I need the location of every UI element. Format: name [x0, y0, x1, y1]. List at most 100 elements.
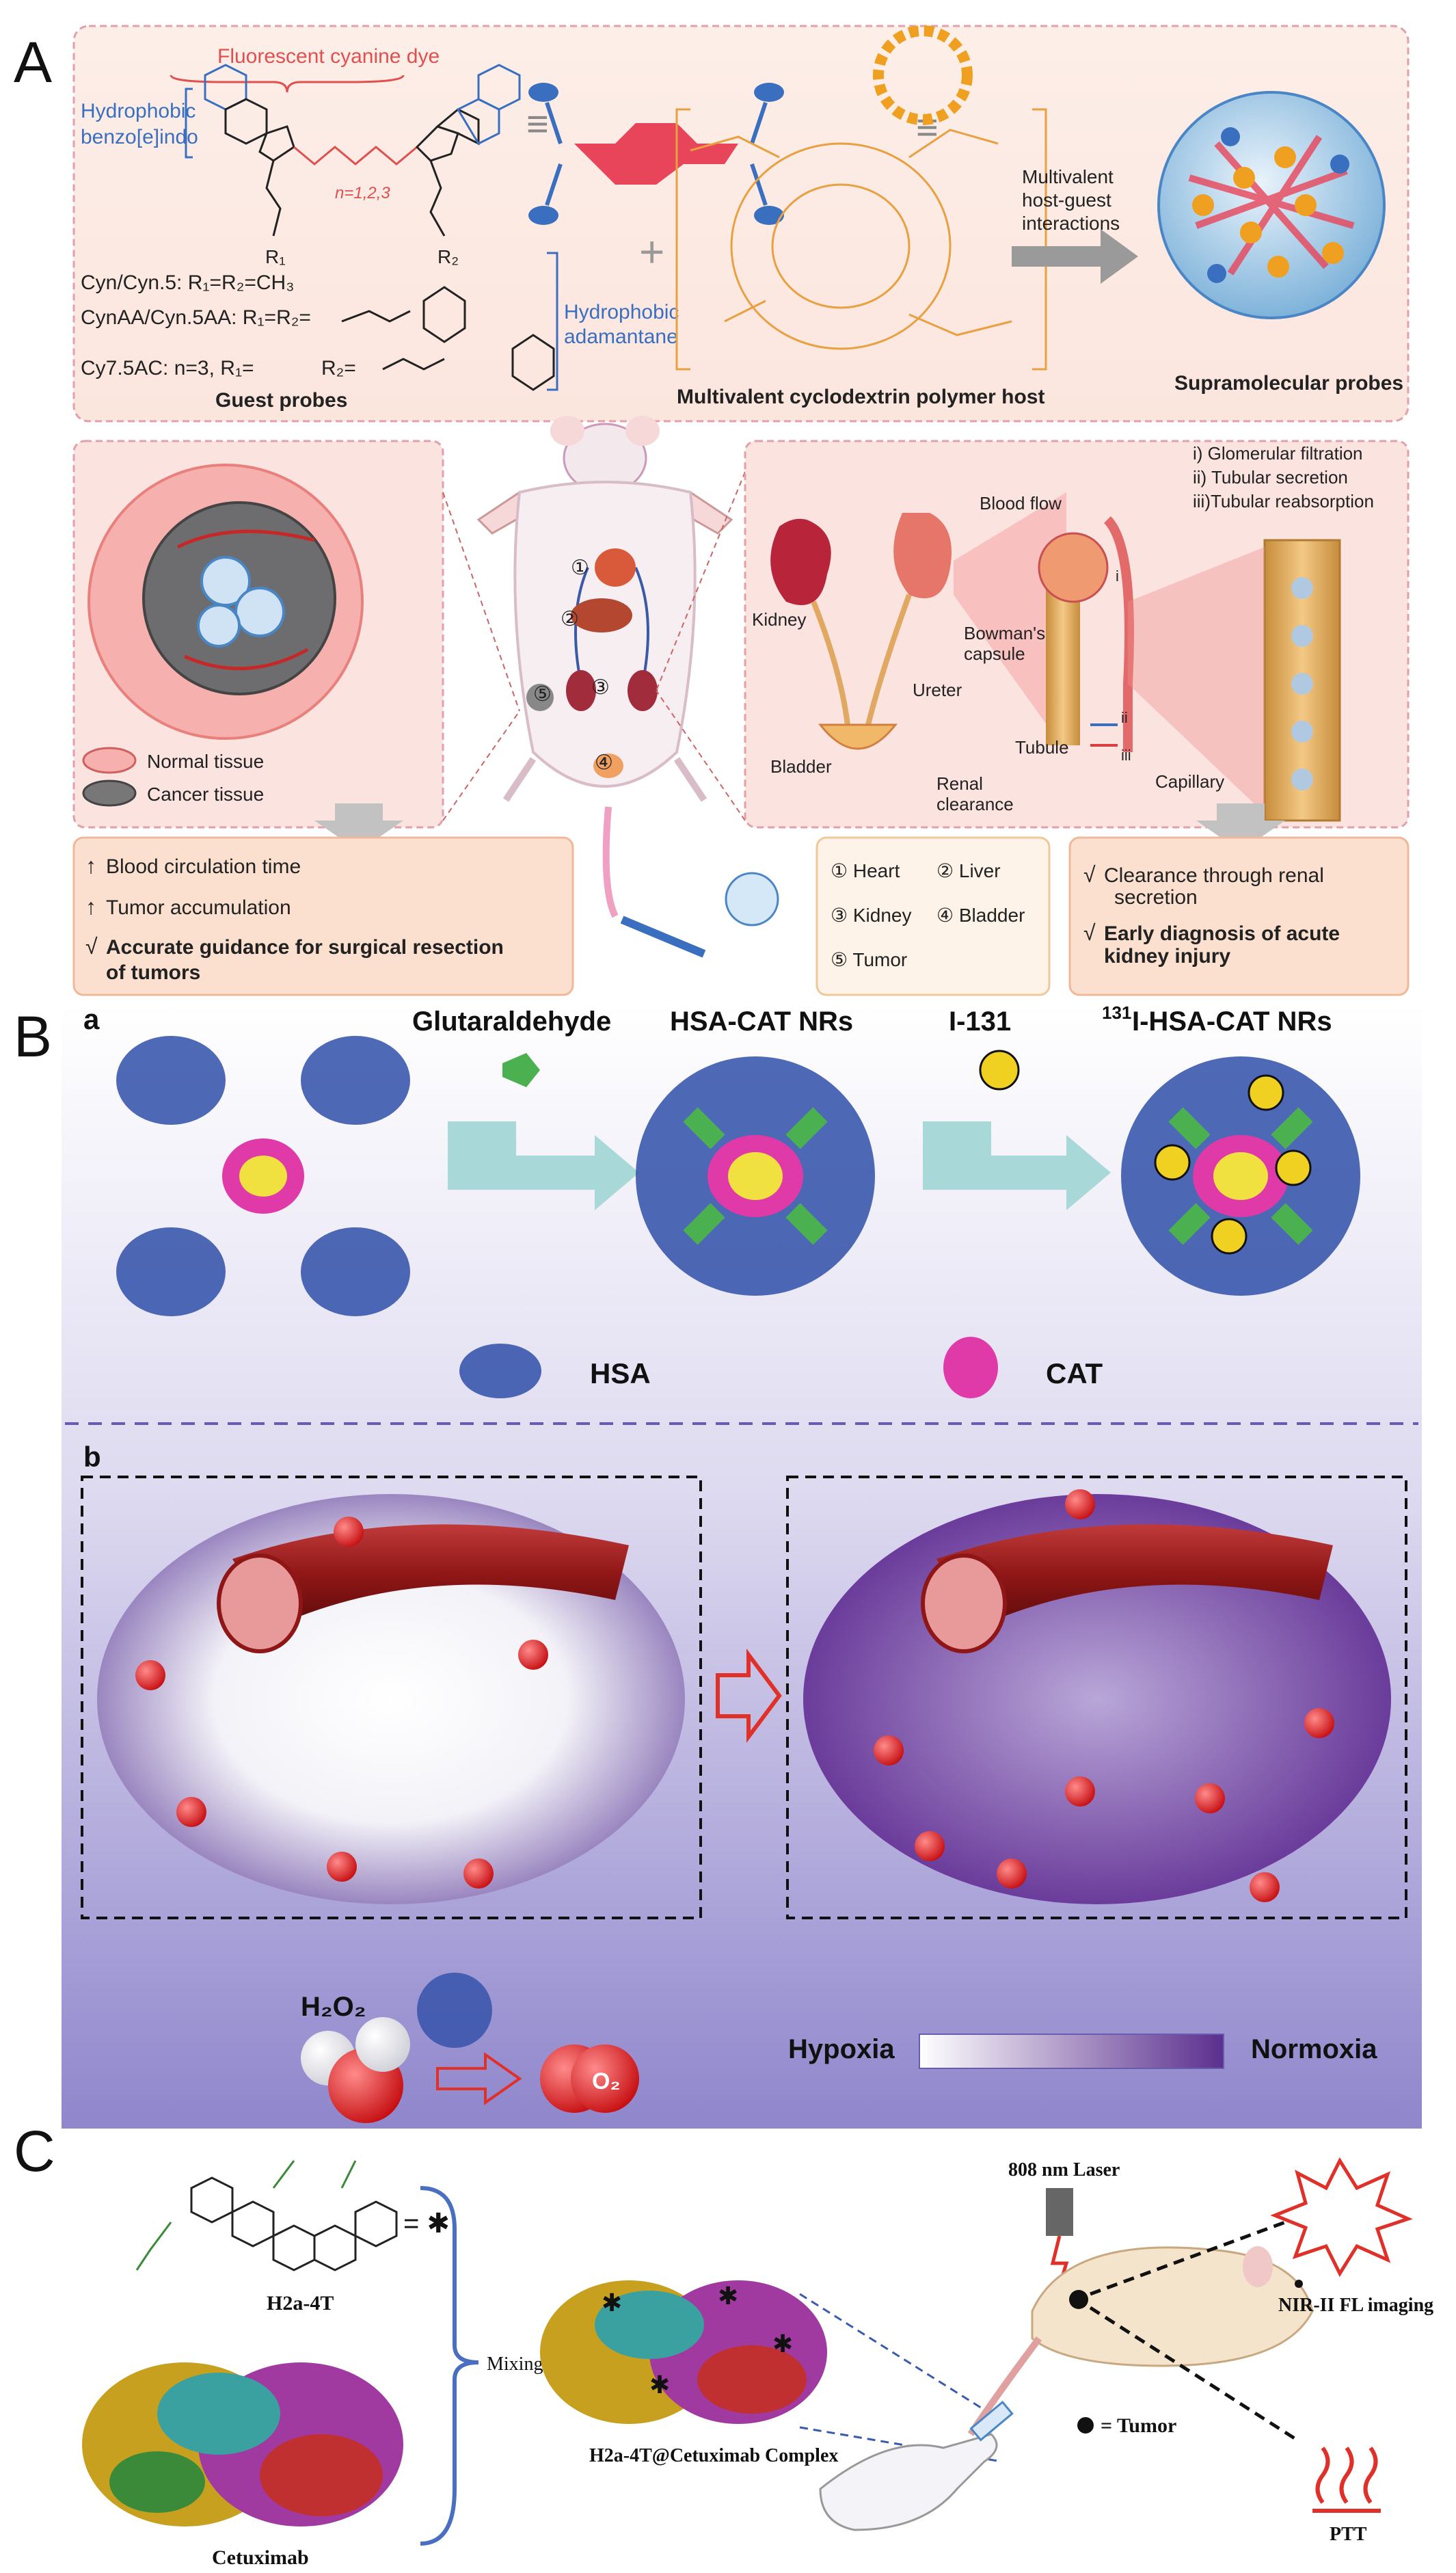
gloved-hand [819, 2400, 1014, 2531]
benzo-bracket [185, 88, 193, 159]
bladder-label: Bladder [770, 756, 832, 777]
hsa-legend-label: HSA [590, 1357, 651, 1389]
ureter-label: Ureter [913, 680, 962, 700]
left-box-line-4: of tumors [106, 961, 200, 984]
tumor-legend-dot [1077, 2417, 1094, 2434]
dashed-lines-left [442, 492, 520, 821]
svg-text:✱: ✱ [772, 2330, 793, 2358]
laser-label: 808 nm Laser [1008, 2159, 1120, 2181]
guest-probes-label: Guest probes [215, 389, 347, 412]
r1-label: R₁ [265, 246, 286, 267]
hypoxic-frame [81, 1476, 702, 1919]
transition-arrow [716, 1649, 782, 1743]
left-box-line-1: Blood circulation time [106, 855, 301, 878]
cyn-line-3b: R₂= [321, 357, 356, 379]
left-box-line-2: Tumor accumulation [106, 896, 291, 919]
cyclodextrin-polymer [675, 108, 1047, 371]
arrow-ptt [1089, 2306, 1300, 2443]
i131-label: I-131 [949, 1006, 1011, 1037]
renal-label-2: clearance [936, 794, 1014, 814]
dashed-lines-right [656, 471, 746, 821]
laser-device [1046, 2188, 1073, 2236]
h2a-4t-label: H2a-4T [267, 2292, 334, 2315]
oxygen-gradient-bar [919, 2034, 1224, 2069]
i131-nrs-label: I-HSA-CAT NRs [1132, 1006, 1332, 1037]
right-box-line-3: Early diagnosis of acute [1104, 922, 1340, 945]
kidney-i-label: i) Glomerular filtration [1193, 443, 1363, 464]
n-label: n=1,2,3 [335, 184, 390, 202]
multivalent-3: interactions [1022, 213, 1120, 234]
renal-label-1: Renal [936, 773, 983, 794]
hydrophobic-ad-1: Hydrophobic [564, 301, 679, 323]
hydrophobic-benzo-2: benzo[e]indo [81, 126, 198, 148]
o2-ball-2 [571, 2044, 639, 2113]
star-equals: = ✱ [403, 2209, 450, 2239]
organ-kidney: ③ Kidney [831, 905, 912, 926]
mixing-label: Mixing [487, 2354, 543, 2375]
organ-liver: ② Liver [936, 860, 1001, 881]
arrow-to-supramolecular [1012, 229, 1138, 284]
hsa-legend-icon [459, 1344, 541, 1398]
svg-text:⑤: ⑤ [533, 683, 552, 706]
arrow-1 [448, 1121, 639, 1210]
svg-text:✱: ✱ [602, 2289, 622, 2317]
host-label: Multivalent cyclodextrin polymer host [677, 386, 1044, 408]
svg-text:③: ③ [591, 676, 610, 699]
down-arrow-left [314, 803, 403, 851]
arrow-2 [923, 1121, 1111, 1210]
cetuximab-model [82, 2362, 403, 2527]
o2-label: O₂ [592, 2068, 621, 2094]
cyanine-dye-structure [204, 64, 521, 237]
check-3: √ [1083, 920, 1096, 945]
cat-legend-label: CAT [1046, 1357, 1103, 1389]
normoxic-frame [786, 1476, 1407, 1919]
sub-a-label: a [83, 1003, 100, 1035]
h2o2-label: H₂O₂ [301, 1992, 366, 2022]
ptt-heat-icon [1315, 2447, 1378, 2504]
tumor-probes [176, 529, 315, 671]
hypoxia-label: Hypoxia [788, 2034, 895, 2064]
cyn-line-3: Cy7.5AC: n=3, R₁= [81, 357, 254, 379]
glutaraldehyde-label: Glutaraldehyde [412, 1006, 611, 1037]
right-summary-box [1068, 836, 1410, 996]
panel-a-top-box [72, 25, 1410, 423]
cat-legend-icon [943, 1337, 998, 1398]
right-box-line-1: Clearance through renal [1104, 864, 1324, 887]
nir-burst-icon [1270, 2157, 1413, 2278]
cyn-line-1: Cyn/Cyn.5: R₁=R₂=CH₃ [81, 271, 294, 294]
panel-a-letter: A [14, 30, 52, 94]
organ-tumor: ⑤ Tumor [831, 949, 907, 970]
cancer-tissue-icon [82, 779, 137, 807]
adamantane-group-2 [382, 334, 555, 391]
hsa-cat-label: HSA-CAT NRs [670, 1006, 853, 1037]
normal-tissue-icon [82, 747, 137, 774]
reaction-arrow [436, 2052, 522, 2105]
hsa-monomers [116, 1036, 410, 1316]
triple-bar: ≡ [916, 105, 939, 148]
kidney-iii-label: iii)Tubular reabsorption [1193, 491, 1374, 511]
adamantane-bracket [547, 252, 558, 391]
left-box-line-3: Accurate guidance for surgical resection [106, 936, 504, 959]
h2o2-molecule [301, 2017, 410, 2123]
hydrophobic-ad-2: adamantane [564, 325, 678, 348]
kidney-anatomy [770, 492, 1341, 822]
hsa-cat-nrs [636, 1056, 875, 1296]
up-arrow-1: ↑ [85, 853, 96, 878]
complex-model: ✱✱ ✱✱ [540, 2280, 827, 2424]
organ-bladder: ④ Bladder [936, 905, 1025, 926]
adamantane-group-1 [341, 286, 466, 343]
kidney-ii-label: ii) Tubular secretion [1193, 467, 1348, 488]
iodinated-nrs [1121, 1056, 1360, 1296]
cancer-tissue-label: Cancer tissue [147, 784, 264, 805]
complex-label: H2a-4T@Cetuximab Complex [589, 2445, 838, 2466]
svg-text:✱: ✱ [718, 2282, 738, 2310]
i131-superscript: 131 [1102, 1002, 1131, 1023]
up-arrow-2: ↑ [85, 894, 96, 919]
capillary-label: Capillary [1155, 771, 1224, 792]
organ-legend-box [815, 836, 1051, 996]
normal-tissue-label: Normal tissue [147, 751, 264, 772]
bowman-label-2: capsule [964, 643, 1025, 664]
cyn-line-2: CynAA/Cyn.5AA: R₁=R₂= [81, 306, 311, 329]
cetuximab-label: Cetuximab [212, 2546, 309, 2569]
svg-text:②: ② [561, 608, 579, 630]
